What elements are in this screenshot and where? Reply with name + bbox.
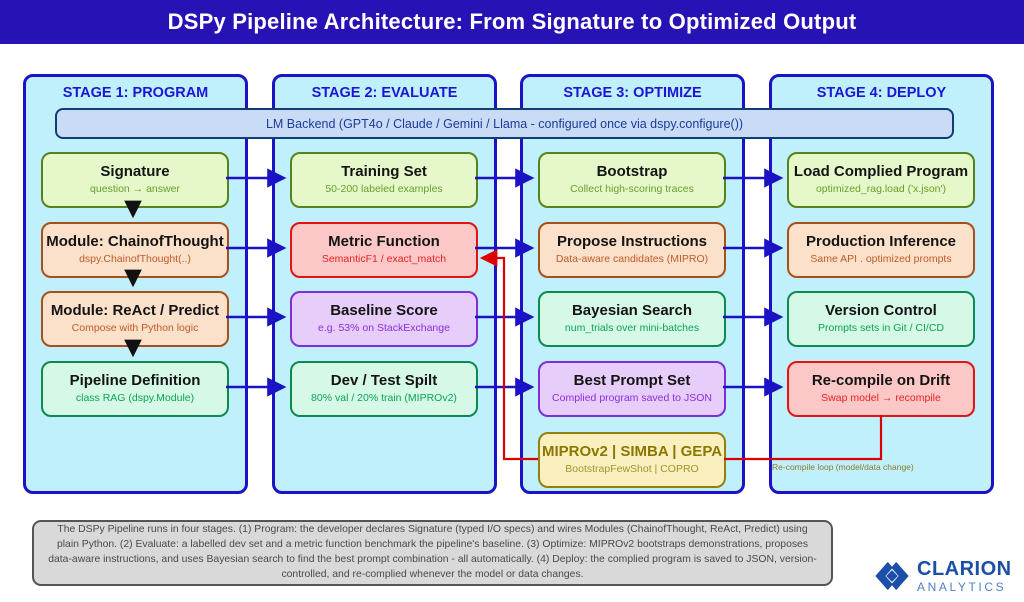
logo-subbrand-text: ANALYTICS [917,580,1007,594]
node-subtitle: dspy.ChainofThought(..) [79,253,191,266]
node-subtitle: 80% val / 20% train (MIPROv2) [311,392,457,405]
node-module-react-predict: Module: ReAct / Predict Compose with Pyt… [41,291,229,347]
node-title: Production Inference [805,232,957,250]
node-title: Pipeline Definition [69,371,201,389]
stage-header: STAGE 2: EVALUATE [311,85,458,101]
node-subtitle: Prompts sets in Git / CI/CD [817,322,945,335]
title-banner: DSPy Pipeline Architecture: From Signatu… [0,0,1024,44]
node-title: Metric Function [328,232,440,250]
node-subtitle: SemanticF1 / exact_match [321,253,447,266]
node-title: Load Complied Program [793,162,969,180]
node-bootstrap: Bootstrap Collect high-scoring traces [538,152,726,208]
node-title: Best Prompt Set [573,371,691,389]
node-propose-instructions: Propose Instructions Data-aware candidat… [538,222,726,278]
node-title: Baseline Score [330,301,438,319]
node-module-chainofthought: Module: ChainofThought dspy.ChainofThoug… [41,222,229,278]
node-title: Version Control [825,301,937,319]
node-title: Training Set [341,162,427,180]
clarion-analytics-logo: CLARION ANALYTICS [872,556,1012,596]
node-subtitle: Complied program saved to JSON [552,392,712,405]
node-subtitle: class RAG (dspy.Module) [75,392,195,405]
node-miprov2-simba-gepa: MIPROv2 | SIMBA | GEPA BootstrapFewShot … [538,432,726,488]
node-pipeline-definition: Pipeline Definition class RAG (dspy.Modu… [41,361,229,417]
node-title: Re-compile on Drift [811,371,951,389]
page-title: DSPy Pipeline Architecture: From Signatu… [167,9,857,34]
node-title: Propose Instructions [556,232,708,250]
node-training-set: Training Set 50-200 labeled examples [290,152,478,208]
node-title: MIPROv2 | SIMBA | GEPA [541,442,723,460]
node-baseline-score: Baseline Score e.g. 53% on StackExchange [290,291,478,347]
lm-backend-label: LM Backend (GPT4o / Claude / Gemini / Ll… [265,116,744,131]
stage-header: STAGE 3: OPTIMIZE [563,85,702,101]
stage-column-optimize: STAGE 3: OPTIMIZE [520,74,745,494]
node-bayesian-search: Bayesian Search num_trials over mini-bat… [538,291,726,347]
lm-backend-bar: LM Backend (GPT4o / Claude / Gemini / Ll… [55,108,954,139]
node-subtitle: num_trials over mini-batches [564,322,700,335]
node-best-prompt-set: Best Prompt Set Complied program saved t… [538,361,726,417]
stage-header: STAGE 4: DEPLOY [816,85,947,101]
node-metric-function: Metric Function SemanticF1 / exact_match [290,222,478,278]
node-signature: Signature question → answer [41,152,229,208]
diamond-chevrons-icon [875,561,909,591]
recompile-loop-label: Re-compile loop (model/data change) [772,462,914,472]
caption-text: The DSPy Pipeline runs in four stages. (… [48,524,817,580]
node-title: Signature [100,162,170,180]
node-title: Module: ReAct / Predict [50,301,220,319]
node-title: Bayesian Search [571,301,693,319]
stage-column-evaluate: STAGE 2: EVALUATE [272,74,497,494]
node-dev-test-split: Dev / Test Spilt 80% val / 20% train (MI… [290,361,478,417]
stage-header: STAGE 1: PROGRAM [62,85,209,101]
node-subtitle: e.g. 53% on StackExchange [318,322,450,335]
node-subtitle: optimized_rag.load ('x.json') [815,183,947,196]
node-load-complied-program: Load Complied Program optimized_rag.load… [787,152,975,208]
node-subtitle: BootstrapFewShot | COPRO [565,463,699,476]
node-subtitle: question → answer [90,183,180,196]
node-title: Bootstrap [596,162,668,180]
node-title: Dev / Test Spilt [330,371,438,389]
caption-box: The DSPy Pipeline runs in four stages. (… [32,520,833,586]
node-title: Module: ChainofThought [46,232,224,250]
node-version-control: Version Control Prompts sets in Git / CI… [787,291,975,347]
node-subtitle: Same API . optimized prompts [810,253,952,266]
node-subtitle: Data-aware candidates (MIPRO) [555,253,709,266]
node-production-inference: Production Inference Same API . optimize… [787,222,975,278]
node-subtitle: Swap model → recompile [821,392,941,405]
logo-brand-text: CLARION [917,558,1012,580]
node-subtitle: 50-200 labeled examples [325,183,443,196]
node-recompile-on-drift: Re-compile on Drift Swap model → recompi… [787,361,975,417]
node-subtitle: Collect high-scoring traces [570,183,694,196]
node-subtitle: Compose with Python logic [71,322,199,335]
